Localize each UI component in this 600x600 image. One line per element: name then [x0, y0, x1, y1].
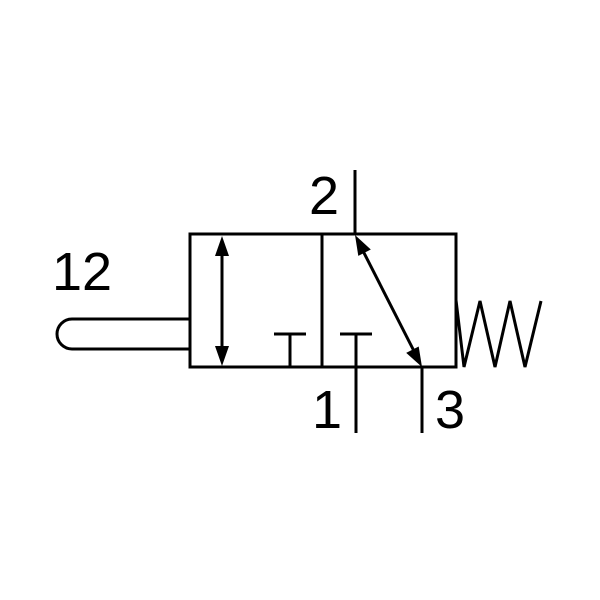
inlet-port-label: 1	[312, 380, 342, 440]
left-box-blocked-port	[274, 332, 306, 367]
right-box-flow-arrow	[355, 235, 422, 367]
return-spring	[454, 299, 543, 368]
left-box-flow-arrow	[215, 236, 229, 366]
outlet-port-label: 2	[309, 166, 339, 226]
plunger-actuator	[55, 317, 190, 351]
exhaust-port-label: 3	[435, 380, 465, 440]
right-box-blocked-port	[340, 332, 372, 367]
pilot-port-label: 12	[52, 242, 112, 302]
